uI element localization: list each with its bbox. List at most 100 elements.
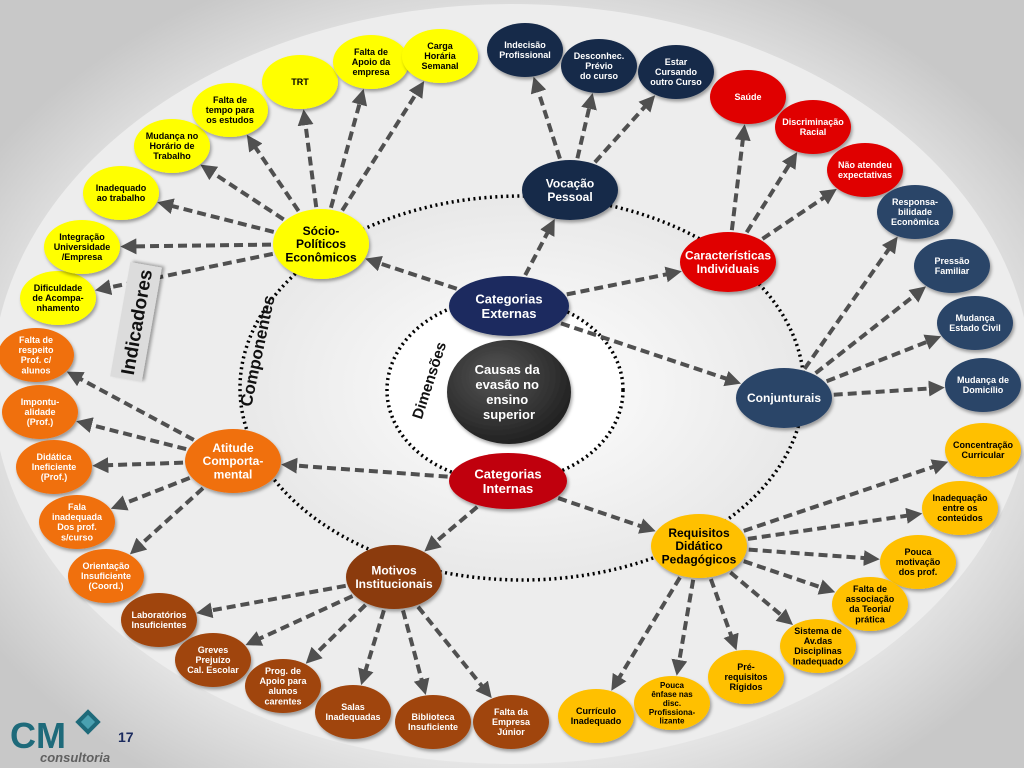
- arrow-motivos-leaf-0: [196, 583, 347, 619]
- arrow-socio-leaf-6: [329, 88, 368, 209]
- leaf-atitude-4-shape: [68, 549, 144, 603]
- arrow-conjunturais-leaf-2: [825, 334, 942, 384]
- hub-internas-shape: [449, 453, 567, 509]
- arrow-requisitos-leaf-4: [729, 570, 793, 625]
- leaf-atitude-1-shape: [2, 385, 78, 439]
- leaf-motivos-4-shape: [395, 695, 471, 749]
- arrow-caracteristicas-leaf-0: [729, 124, 751, 231]
- leaf-socio-4-shape: [192, 83, 268, 137]
- leaf-requisitos-3-shape: [832, 577, 908, 631]
- leaf-motivos-0-shape: [121, 593, 197, 647]
- arrow-requisitos-leaf-7: [611, 576, 682, 691]
- arrow-atitude-leaf-1: [76, 417, 187, 452]
- hub-motivos-shape: [346, 545, 442, 609]
- hub-socio-shape: [273, 209, 369, 279]
- logo-subtext: consultoria: [40, 750, 110, 765]
- hub-vocacao-shape: [522, 160, 618, 220]
- leaf-vocacao-1-shape: [561, 39, 637, 93]
- arrow-internas-to-motivos: [424, 505, 479, 552]
- leaf-socio-0-shape: [20, 271, 96, 325]
- center-text: Causas da evasão no ensino superior: [475, 362, 544, 422]
- leaf-caracteristicas-0-shape: [710, 70, 786, 124]
- arrow-requisitos-leaf-0: [743, 459, 949, 533]
- hub-atitude-shape: [185, 429, 281, 493]
- hub-conjunturais: Conjunturais: [736, 368, 832, 428]
- leaf-conjunturais-3-shape: [945, 358, 1021, 412]
- leaf-requisitos-0-shape: [945, 423, 1021, 477]
- leaf-atitude-0-shape: [0, 328, 74, 382]
- leaf-socio-7-shape: [402, 29, 478, 83]
- leaf-requisitos-5-shape: [708, 650, 784, 704]
- arrow-requisitos-leaf-1: [747, 507, 923, 541]
- leaf-requisitos-4-shape: [780, 619, 856, 673]
- leaf-motivos-2-shape: [245, 659, 321, 713]
- leaf-atitude-1-label: Impontu-alidade(Prof.): [21, 397, 60, 427]
- arrow-socio-leaf-5: [297, 109, 319, 208]
- arrow-caracteristicas-leaf-1: [744, 152, 798, 234]
- arrow-socio-leaf-4: [246, 134, 301, 213]
- arrow-motivos-leaf-5: [416, 605, 492, 699]
- leaf-requisitos-2-shape: [880, 535, 956, 589]
- arrow-vocacao-leaf-1: [575, 93, 597, 159]
- footer-logo: CM consultoria 17: [10, 709, 134, 765]
- arrow-atitude-leaf-2: [92, 457, 184, 474]
- leaf-conjunturais-2-shape: [937, 296, 1013, 350]
- arrow-internas-to-atitude: [281, 457, 448, 479]
- leaf-socio-5: TRT: [262, 55, 338, 109]
- arrow-requisitos-leaf-6: [671, 579, 696, 676]
- leaf-socio-6-shape: [333, 35, 409, 89]
- leaf-socio-3-shape: [134, 119, 210, 173]
- arrow-externas-to-socio: [365, 255, 458, 291]
- arrow-externas-to-caracteristicas: [566, 266, 682, 297]
- leaf-requisitos-7-shape: [558, 689, 634, 743]
- arrow-internas-to-requisitos: [557, 496, 656, 534]
- leaf-caracteristicas-0-label: Saúde: [734, 92, 761, 102]
- leaf-motivos-5-shape: [473, 695, 549, 749]
- arrow-socio-leaf-7: [340, 81, 425, 212]
